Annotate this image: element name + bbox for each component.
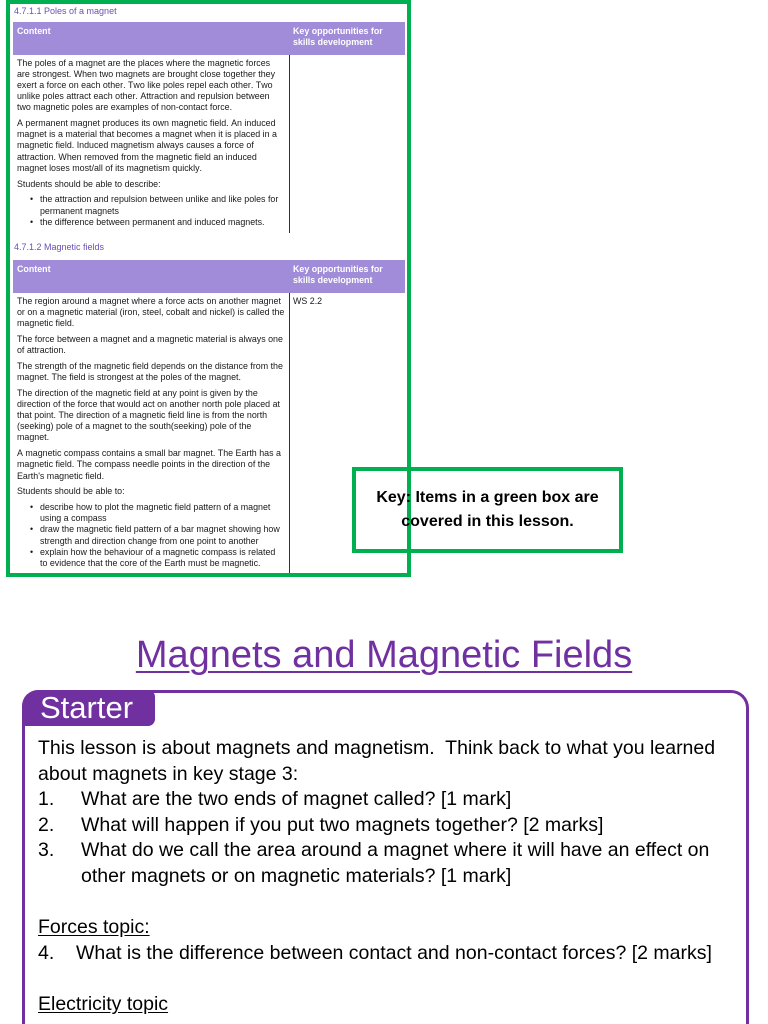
outcome-item: describe how to plot the magnetic field … (17, 502, 285, 524)
outcome-item: the difference between permanent and ind… (17, 217, 285, 228)
forces-topic-heading: Forces topic: (38, 916, 150, 939)
question-text: What will happen if you put two magnets … (81, 813, 604, 836)
outcome-item: explain how the behaviour of a magnetic … (17, 547, 285, 569)
outcomes-intro: Students should be able to: (17, 486, 125, 497)
question-text: What do we call the area around a magnet… (81, 839, 710, 887)
column-header-skills: Key opportunities for skills development (293, 264, 383, 285)
content-paragraph: The direction of the magnetic field at a… (17, 388, 280, 443)
spec-excerpt-frame: 4.7.1.1 Poles of a magnet Content Key op… (6, 0, 411, 577)
content-paragraph: The region around a magnet where a force… (17, 296, 285, 329)
skills-cell: WS 2.2 (290, 293, 405, 573)
content-paragraph: A permanent magnet produces its own magn… (17, 118, 277, 173)
column-header-content: Content (17, 26, 51, 36)
table-row: The region around a magnet where a force… (13, 293, 405, 573)
key-box: Key: Items in a green box are covered in… (352, 467, 623, 553)
question-item: 4. What is the difference between contac… (38, 941, 736, 967)
content-paragraph: The force between a magnet and a magneti… (17, 334, 283, 356)
outcomes-intro: Students should be able to describe: (17, 178, 161, 189)
table-header-row: Content Key opportunities for skills dev… (13, 22, 405, 55)
table-header-row: Content Key opportunities for skills dev… (13, 260, 405, 293)
skills-reference: WS 2.2 (293, 296, 323, 306)
outcome-item: draw the magnetic field pattern of a bar… (17, 524, 285, 546)
question-number: 1. (38, 788, 55, 811)
question-text: What are the two ends of magnet called? … (81, 788, 512, 811)
starter-content: This lesson is about magnets and magneti… (38, 736, 736, 1018)
outcome-item: the attraction and repulsion between unl… (17, 194, 285, 216)
content-paragraph: The poles of a magnet are the places whe… (17, 58, 276, 113)
section-heading-magnetic-fields: 4.7.1.2 Magnetic fields (14, 242, 105, 252)
column-header-skills: Key opportunities for skills development (293, 26, 383, 47)
skills-cell (290, 55, 405, 233)
question-number: 4. (38, 941, 55, 964)
column-header-content: Content (17, 264, 51, 274)
page-title: Magnets and Magnetic Fields (135, 634, 633, 676)
outcomes-list: describe how to plot the magnetic field … (17, 502, 285, 569)
question-number: 3. (38, 839, 55, 862)
question-item: 1. What are the two ends of magnet calle… (38, 787, 736, 813)
question-item: 3. What do we call the area around a mag… (38, 838, 736, 889)
electricity-topic-heading: Electricity topic (38, 992, 169, 1015)
starter-intro: This lesson is about magnets and magneti… (38, 737, 721, 785)
starter-tab: Starter (22, 690, 155, 726)
table-row: The poles of a magnet are the places whe… (13, 55, 405, 233)
content-paragraph: The strength of the magnetic field depen… (17, 361, 283, 383)
section-heading-poles: 4.7.1.1 Poles of a magnet (14, 6, 117, 16)
question-text: What is the difference between contact a… (76, 941, 712, 964)
content-paragraph: A magnetic compass contains a small bar … (17, 448, 281, 481)
content-cell: The poles of a magnet are the places whe… (13, 55, 290, 233)
question-number: 2. (38, 813, 55, 836)
outcomes-list: the attraction and repulsion between unl… (17, 194, 285, 227)
question-item: 2. What will happen if you put two magne… (38, 813, 736, 839)
starter-box (22, 690, 749, 1024)
key-text: Key: Items in a green box are covered in… (376, 489, 599, 530)
content-cell: The region around a magnet where a force… (13, 293, 290, 573)
